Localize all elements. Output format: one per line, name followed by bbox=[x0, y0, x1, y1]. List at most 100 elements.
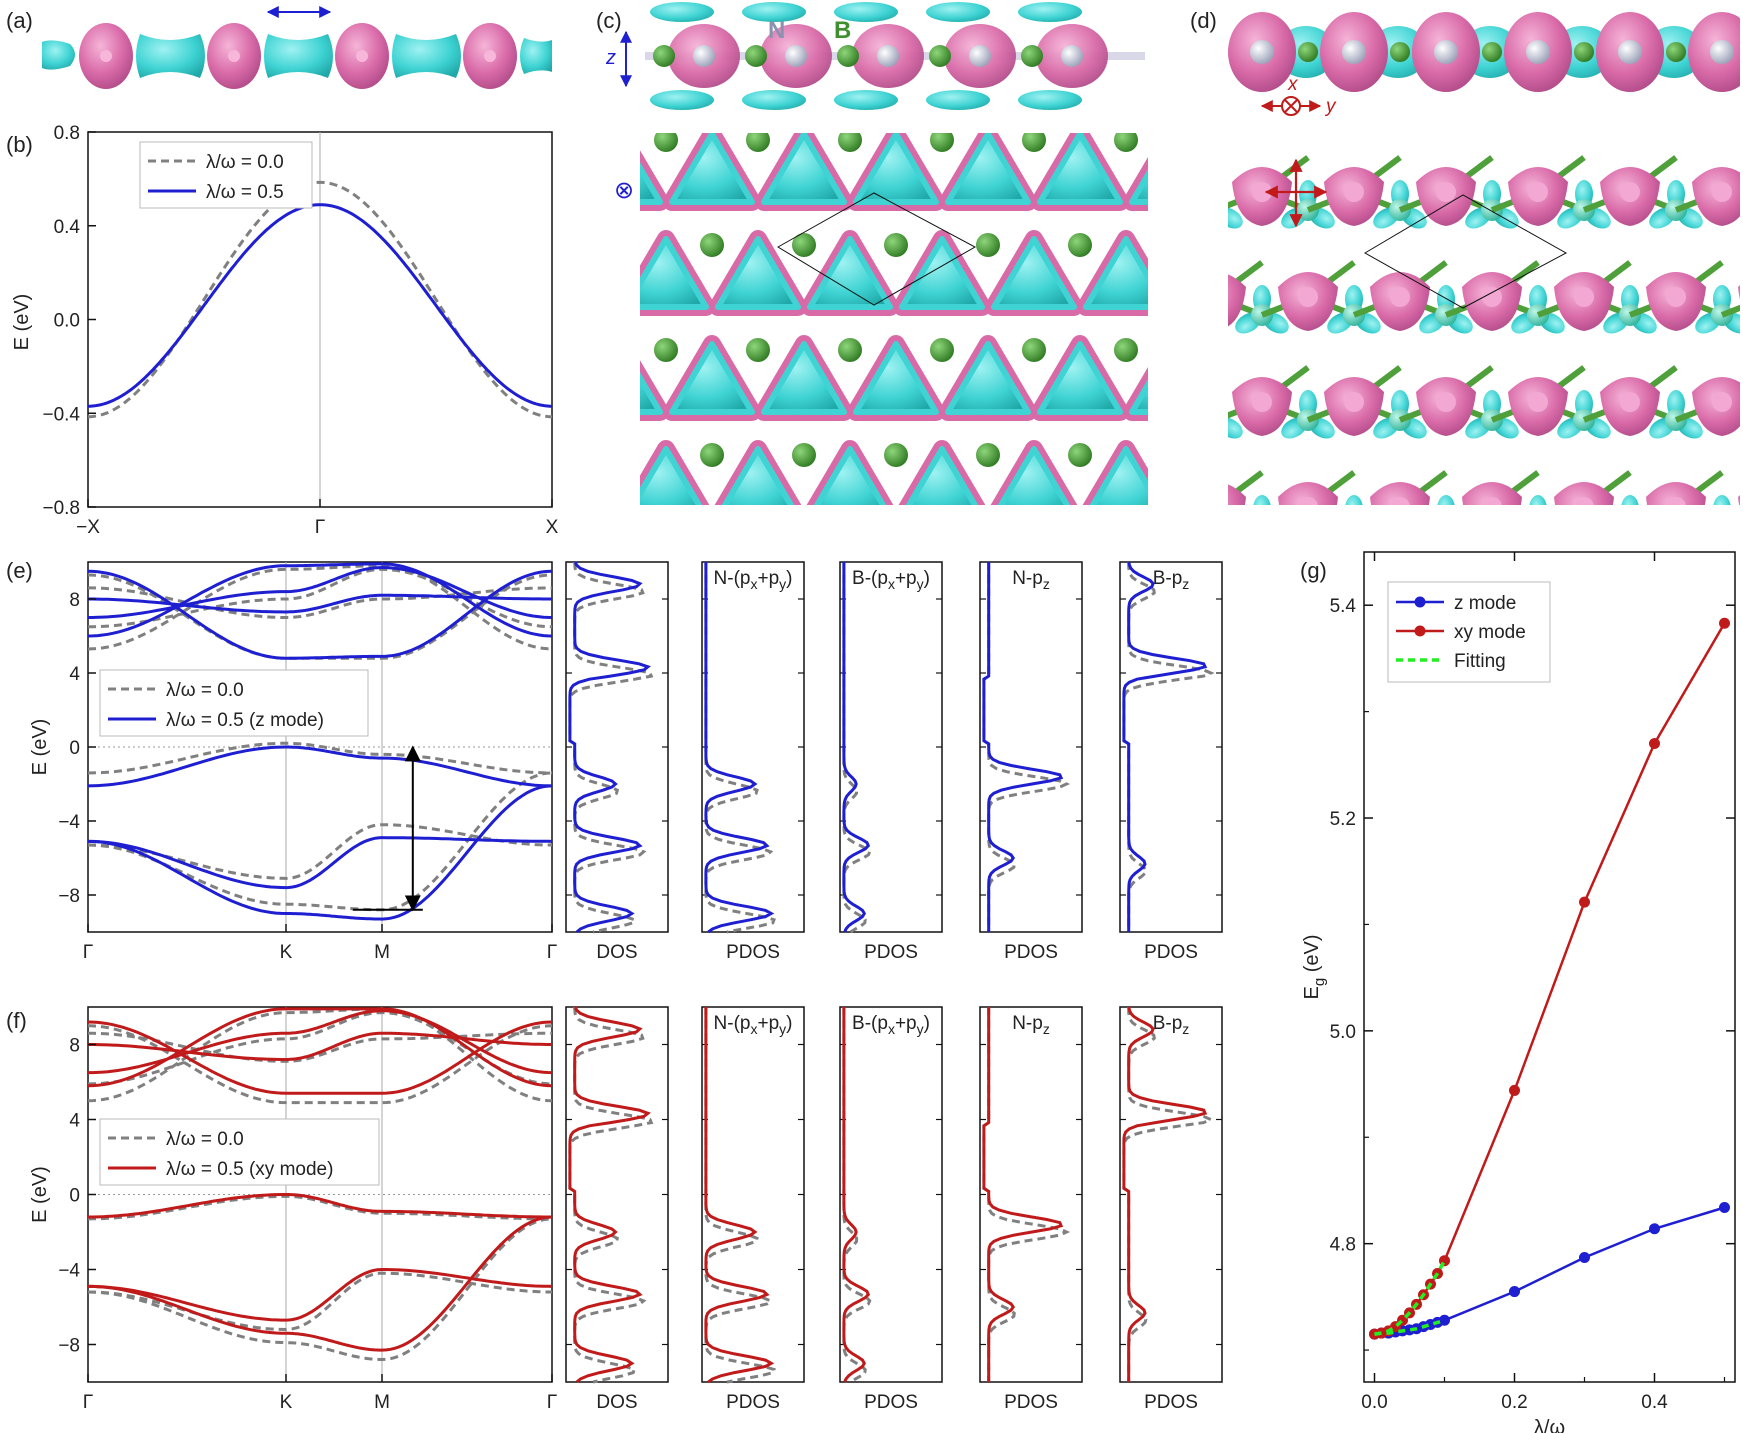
d-unit-cell bbox=[1363, 194, 1568, 309]
chartF-dos-dashed bbox=[568, 1006, 654, 1384]
g-legend-1: xy mode bbox=[1454, 622, 1526, 643]
panel-d-annotations: x y bbox=[1260, 74, 1337, 117]
panel-f-label: (f) bbox=[6, 1008, 27, 1033]
chartE-band-dashed bbox=[87, 771, 553, 912]
d-axis-y: y bbox=[1324, 96, 1337, 117]
chartE-dos-xlabel: PDOS bbox=[726, 942, 780, 963]
panel-b-label: (b) bbox=[6, 132, 33, 157]
chartE-band-solid bbox=[88, 565, 553, 619]
c-atom-n-label: N bbox=[768, 17, 785, 44]
chartF-dos-dashed bbox=[982, 1007, 1071, 1382]
panel-d-top-view bbox=[1228, 133, 1740, 505]
chartF-ytick-label: −8 bbox=[58, 1336, 80, 1357]
chartE-ylabel: E (eV) bbox=[29, 719, 51, 776]
chartE-legend-1: λ/ω = 0.5 (z mode) bbox=[166, 710, 324, 731]
chartF-ytick-label: 8 bbox=[69, 1036, 80, 1057]
chartE-xtick-label: Γ bbox=[547, 942, 557, 963]
g-point bbox=[1579, 1252, 1590, 1263]
chartF-band-solid bbox=[88, 1268, 553, 1322]
chartF-dos-dashed bbox=[842, 1007, 872, 1384]
chartE-ytick-label: 0 bbox=[69, 738, 80, 759]
g-series-line-red bbox=[1374, 622, 1726, 1336]
chartF-band-solid bbox=[88, 1215, 553, 1352]
chartF-legend: λ/ω = 0.0λ/ω = 0.5 (xy mode) bbox=[99, 1118, 380, 1186]
chartE-band-solid bbox=[87, 745, 553, 788]
panel-d-label: (d) bbox=[1190, 8, 1217, 33]
chartF-dos-solid bbox=[842, 1007, 871, 1383]
b-legend-0: λ/ω = 0.0 bbox=[206, 152, 284, 173]
g-point bbox=[1439, 1314, 1450, 1326]
g-xtick-label: 0.4 bbox=[1641, 1392, 1668, 1413]
chartF-xtick-label: Γ bbox=[547, 1392, 557, 1413]
b-ytick-label: 0.0 bbox=[54, 311, 80, 332]
chartF-dos-solid bbox=[704, 1007, 775, 1384]
chartE-ytick-label: −4 bbox=[58, 812, 80, 833]
chartE-dos-dashed bbox=[568, 561, 654, 934]
chartF-ytick-label: 4 bbox=[69, 1111, 80, 1132]
chartF-pdos-label: B-pz bbox=[1153, 1013, 1190, 1037]
chartF-band-solid bbox=[87, 1007, 553, 1088]
panel-c-label: (c) bbox=[596, 8, 622, 33]
panel-a-label: (a) bbox=[6, 8, 33, 33]
chartF-band-dashed bbox=[87, 1024, 553, 1105]
chartE-ytick-label: 8 bbox=[69, 590, 80, 611]
panel-a-isosurface bbox=[42, 6, 552, 89]
chartF-dos-xlabel: PDOS bbox=[1144, 1392, 1198, 1413]
chartF-dos-panel: PDOS B-pz bbox=[1119, 1006, 1223, 1413]
chartF-band-solid bbox=[87, 1020, 553, 1095]
chartE-dos-solid bbox=[704, 562, 775, 934]
chartE-band-solid bbox=[87, 784, 553, 921]
chartE-dos-solid bbox=[842, 562, 871, 933]
b-xtick-label: Γ bbox=[315, 517, 325, 538]
chartE-xtick-label: M bbox=[374, 942, 390, 963]
g-point bbox=[1649, 738, 1660, 750]
chartF-dos-xlabel: DOS bbox=[596, 1392, 637, 1413]
chartE-dos-panel: DOS bbox=[565, 561, 669, 963]
chartE-band-dashed bbox=[87, 564, 553, 651]
chartE-dos-dashed bbox=[1122, 562, 1215, 932]
chartE-dos-xlabel: PDOS bbox=[864, 942, 918, 963]
chartE-legend-0: λ/ω = 0.0 bbox=[166, 680, 244, 701]
chartE-dos-solid bbox=[982, 562, 1064, 932]
chartF-band-dashed bbox=[87, 1011, 553, 1086]
b-ylabel: E (eV) bbox=[11, 294, 33, 351]
chartF-xtick-label: K bbox=[280, 1392, 293, 1413]
b-legend-1: λ/ω = 0.5 bbox=[206, 182, 284, 203]
chartF-ytick-label: 0 bbox=[69, 1186, 80, 1207]
chartE-ytick-label: −8 bbox=[58, 886, 80, 907]
g-ylabel: Eg (eV) bbox=[1301, 934, 1328, 999]
chartF-band-dashed bbox=[87, 1217, 553, 1361]
g-fitting-line bbox=[1374, 1259, 1447, 1336]
chartE-band-solid bbox=[88, 836, 553, 890]
chartE-dos-xlabel: PDOS bbox=[1004, 942, 1058, 963]
chartF-dos-solid bbox=[568, 1006, 651, 1384]
g-xtick-label: 0.0 bbox=[1361, 1392, 1387, 1413]
chartE-xtick-label: Γ bbox=[83, 942, 93, 963]
chartE-pdos-label: N-(px+py) bbox=[714, 568, 793, 592]
panel-c-annotations: z N B ⊗ bbox=[605, 17, 851, 204]
g-point bbox=[1509, 1286, 1520, 1298]
chartE-dos-xlabel: PDOS bbox=[1144, 942, 1198, 963]
chartF-pdos-label: B-(px+py) bbox=[852, 1013, 930, 1037]
chartF-band-dashed bbox=[87, 1194, 552, 1221]
chartF-pdos-label: N-pz bbox=[1012, 1013, 1050, 1037]
chartF-ytick-label: −4 bbox=[58, 1261, 80, 1282]
b-ytick-label: −0.4 bbox=[42, 404, 80, 425]
chartE-pdos-label: B-pz bbox=[1153, 568, 1190, 592]
chartF-band-solid bbox=[88, 1009, 553, 1075]
g-ytick-label: 5.2 bbox=[1330, 809, 1356, 830]
g-frame bbox=[1363, 551, 1736, 1383]
chartE-band-solid bbox=[87, 569, 553, 660]
g-ytick-label: 4.8 bbox=[1330, 1235, 1356, 1256]
chartF-dos-xlabel: PDOS bbox=[726, 1392, 780, 1413]
g-point bbox=[1719, 617, 1730, 629]
chartE-dos-dashed bbox=[842, 562, 872, 934]
chartE-pdos-label: N-pz bbox=[1012, 568, 1050, 592]
g-ytick-label: 5.0 bbox=[1330, 1022, 1356, 1043]
g-legend-0: z mode bbox=[1454, 593, 1516, 614]
